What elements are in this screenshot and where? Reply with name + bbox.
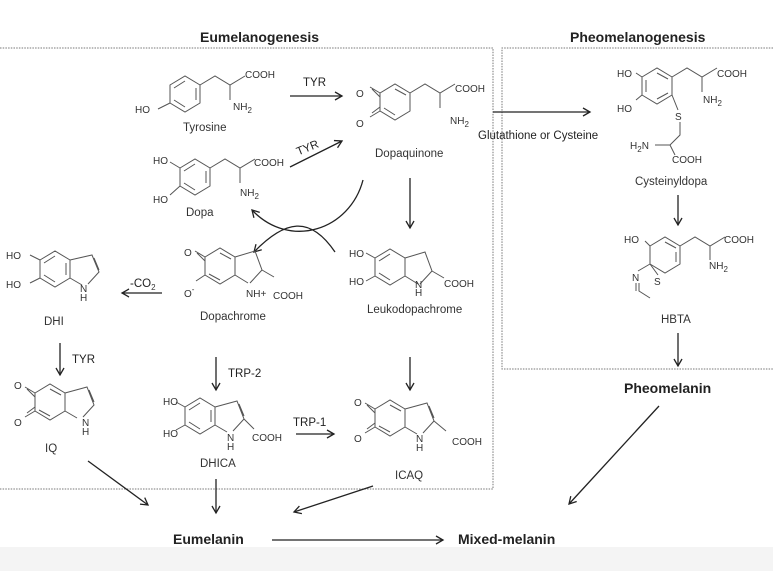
svg-text:HO: HO bbox=[163, 429, 178, 440]
svg-text:HO: HO bbox=[617, 69, 632, 80]
svg-text:N: N bbox=[227, 433, 234, 444]
svg-text:HO: HO bbox=[153, 156, 168, 167]
svg-text:O: O bbox=[14, 381, 22, 392]
decarboxylation-label: -CO2 bbox=[130, 278, 156, 292]
svg-text:O-: O- bbox=[184, 285, 195, 300]
svg-text:COOH: COOH bbox=[444, 279, 474, 290]
svg-text:COOH: COOH bbox=[254, 158, 284, 169]
compound-cysteinyldopa: HO HO S COOH NH2 H2N COOH Cysteinyldopa bbox=[617, 67, 747, 188]
svg-text:H: H bbox=[415, 288, 422, 299]
compound-hbta: HO N S COOH NH2 HBTA bbox=[624, 235, 754, 326]
compound-dopaquinone: O O COOH NH2 Dopaquinone bbox=[356, 83, 485, 160]
svg-text:N: N bbox=[80, 284, 87, 295]
dopaquinone-label: Dopaquinone bbox=[375, 148, 443, 160]
compound-leukodopachrome: HO HO N H COOH Leukodopachrome bbox=[349, 248, 474, 316]
svg-text:NH2: NH2 bbox=[709, 261, 728, 274]
enzyme-label-tyr-3: TYR bbox=[72, 354, 95, 366]
svg-text:O: O bbox=[184, 248, 192, 259]
svg-text:O: O bbox=[356, 119, 364, 130]
compound-dhica: HO HO N H COOH DHICA bbox=[163, 397, 282, 470]
compound-dopa: HO HO COOH NH2 Dopa bbox=[153, 156, 284, 219]
svg-text:HO: HO bbox=[163, 397, 178, 408]
eumelanogenesis-box bbox=[0, 47, 494, 490]
svg-text:HO: HO bbox=[617, 104, 632, 115]
compound-tyrosine: HO COOH NH2 Tyrosine bbox=[135, 70, 275, 134]
svg-text:O: O bbox=[354, 434, 362, 445]
enzyme-label-tyr-2: TYR bbox=[295, 138, 321, 158]
svg-text:O: O bbox=[14, 418, 22, 429]
iq-label: IQ bbox=[45, 443, 57, 455]
arrow-dopa-to-dopaquinone bbox=[289, 139, 344, 168]
eumelanogenesis-title: Eumelanogenesis bbox=[200, 29, 319, 45]
svg-text:S: S bbox=[654, 277, 661, 288]
svg-text:S: S bbox=[675, 112, 682, 123]
svg-text:HO: HO bbox=[624, 235, 639, 246]
enzyme-label-trp2: TRP-2 bbox=[228, 368, 261, 380]
svg-text:N: N bbox=[416, 434, 423, 445]
arrow-dopaquinone-to-dopa-curve bbox=[251, 179, 364, 232]
svg-text:HO: HO bbox=[153, 195, 168, 206]
svg-text:HO: HO bbox=[349, 249, 364, 260]
svg-text:NH2: NH2 bbox=[233, 102, 252, 115]
footer-strip bbox=[0, 547, 773, 571]
eumelanin-label: Eumelanin bbox=[173, 531, 244, 547]
pheomelanogenesis-box bbox=[501, 47, 773, 370]
svg-text:COOH: COOH bbox=[245, 70, 275, 81]
svg-text:NH+: NH+ bbox=[246, 289, 266, 300]
svg-text:O: O bbox=[356, 89, 364, 100]
pheomelanin-label: Pheomelanin bbox=[624, 380, 711, 396]
svg-text:NH2: NH2 bbox=[703, 95, 722, 108]
icaq-label: ICAQ bbox=[395, 470, 423, 482]
svg-text:H2N: H2N bbox=[630, 141, 649, 154]
arrow-pheomelanin-to-mixed bbox=[568, 405, 660, 505]
compound-dopachrome: O O- NH+ COOH Dopachrome bbox=[184, 247, 303, 323]
svg-text:N: N bbox=[632, 273, 639, 284]
svg-text:COOH: COOH bbox=[252, 433, 282, 444]
svg-text:O: O bbox=[354, 398, 362, 409]
enzyme-label-trp1: TRP-1 bbox=[293, 417, 326, 429]
dopachrome-label: Dopachrome bbox=[200, 311, 266, 323]
arrow-icaq-to-eumelanin bbox=[292, 485, 374, 515]
svg-text:COOH: COOH bbox=[273, 291, 303, 302]
tyrosine-label: Tyrosine bbox=[183, 122, 226, 134]
svg-text:COOH: COOH bbox=[672, 155, 702, 166]
svg-text:N: N bbox=[415, 280, 422, 291]
compound-iq: O O N H IQ bbox=[14, 381, 95, 455]
svg-text:COOH: COOH bbox=[717, 69, 747, 80]
svg-text:COOH: COOH bbox=[455, 84, 485, 95]
compound-dhi: HO HO N H DHI bbox=[6, 250, 100, 328]
svg-text:COOH: COOH bbox=[452, 437, 482, 448]
svg-text:H: H bbox=[82, 427, 89, 438]
pheomelanogenesis-title: Pheomelanogenesis bbox=[570, 29, 706, 45]
enzyme-label-tyr: TYR bbox=[303, 77, 326, 89]
arrow-iq-to-eumelanin bbox=[87, 460, 150, 506]
svg-text:COOH: COOH bbox=[724, 235, 754, 246]
svg-text:HO: HO bbox=[6, 251, 21, 262]
dhica-label: DHICA bbox=[200, 458, 236, 470]
mixed-melanin-label: Mixed-melanin bbox=[458, 531, 555, 547]
svg-text:NH2: NH2 bbox=[240, 188, 259, 201]
leukodopachrome-label: Leukodopachrome bbox=[367, 304, 462, 316]
cysteinyldopa-label: Cysteinyldopa bbox=[635, 176, 708, 188]
svg-text:HO: HO bbox=[349, 277, 364, 288]
reagent-label-glutathione: Glutathione or Cysteine bbox=[478, 130, 598, 142]
compound-icaq: O O N H COOH ICAQ bbox=[354, 398, 482, 482]
dhi-label: DHI bbox=[44, 316, 64, 328]
svg-text:H: H bbox=[227, 442, 234, 453]
svg-text:H: H bbox=[416, 443, 423, 454]
arrow-leukodopachrome-to-dopachrome-curve bbox=[253, 225, 336, 253]
svg-text:HO: HO bbox=[6, 280, 21, 291]
svg-text:H: H bbox=[80, 293, 87, 304]
hbta-label: HBTA bbox=[661, 314, 691, 326]
svg-text:HO: HO bbox=[135, 105, 150, 116]
dopa-label: Dopa bbox=[186, 207, 214, 219]
svg-text:NH2: NH2 bbox=[450, 116, 469, 129]
svg-text:N: N bbox=[82, 418, 89, 429]
